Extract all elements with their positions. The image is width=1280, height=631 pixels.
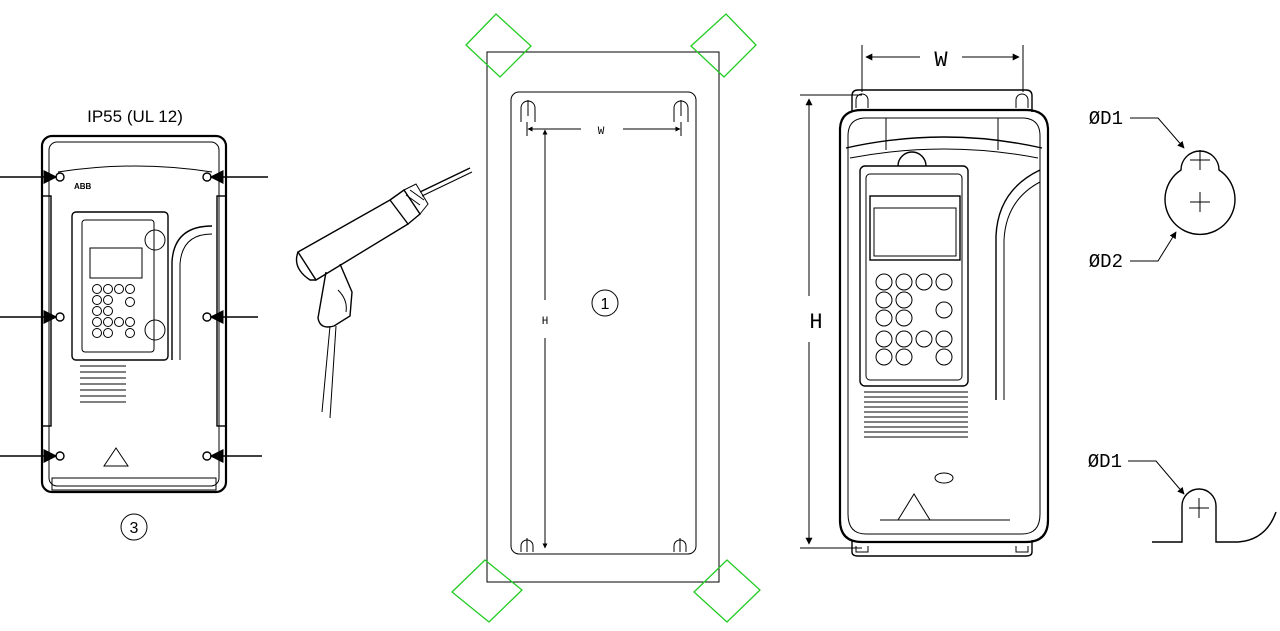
right-drive: W H [800,45,1050,557]
keypad [875,273,953,366]
bottom-bracket [851,540,1033,557]
callout-circle-1 [591,289,619,317]
top-cover-edge [845,136,1043,149]
cable-channel-inner [179,233,213,360]
panel-frame [71,211,169,361]
drive-housing-inner [847,117,1041,535]
screw-points [55,172,212,461]
template-height-label: H [542,316,549,328]
status-led [934,472,954,484]
drive-housing [40,134,228,494]
left-gasket [41,195,52,427]
slot-d1-leader [1128,460,1185,495]
control-panel [865,173,963,381]
d2-leader [1130,231,1177,262]
keyhole-d2-label: ØD2 [1089,251,1123,273]
template-width-dimension [526,122,682,136]
d1-leader [1130,117,1185,149]
vent-grille [864,391,968,438]
panel-latch [897,151,927,167]
callout-number-1: 1 [601,296,610,313]
callout-number-3: 3 [130,520,139,537]
drive-housing [838,108,1050,544]
warning-triangle-icon [897,493,931,521]
hole-marks [520,100,689,552]
panel-knob-bottom [144,319,166,341]
warning-triangle-icon [103,447,129,467]
keyhole-outline [1164,150,1236,236]
callout-circle-3 [120,513,148,541]
drive-housing-inner [48,141,220,487]
panel-display [89,247,143,279]
template-sheet [486,51,720,583]
panel-display-screen [873,207,957,257]
brand-label: ABB [74,182,92,191]
vent-grille [80,365,126,403]
top-cover-edge [57,165,213,173]
tape-pieces [451,13,761,623]
drive-width-label: W [934,48,948,73]
cable-channel [995,169,1041,400]
panel-frame [859,165,969,387]
left-drive: IP55 (UL 12) ABB [0,107,268,541]
bottom-plate [51,477,217,491]
template-width-label: W [598,126,605,138]
slot-detail: ØD1 [1088,451,1277,543]
enclosure-label: IP55 (UL 12) [87,107,183,126]
template-border [510,91,697,555]
top-bracket [851,89,1033,112]
keypad [92,284,135,338]
panel-display [869,195,961,261]
slot-d1-label: ØD1 [1088,451,1122,473]
drive-height-dimension [800,94,862,549]
keyhole-d1-label: ØD1 [1089,108,1123,130]
drive-height-label: H [809,310,822,335]
drill-icon [295,167,473,419]
cable-channel [171,225,213,360]
right-gasket [216,195,227,427]
screw-arrows [0,170,268,463]
panel-knob-top [144,229,166,251]
keyhole-detail: ØD1 ØD2 [1089,108,1236,273]
control-panel [81,219,155,353]
mounting-template: W H 1 [451,13,761,623]
slot-outline [1152,488,1277,543]
drive-width-dimension [861,45,1024,92]
